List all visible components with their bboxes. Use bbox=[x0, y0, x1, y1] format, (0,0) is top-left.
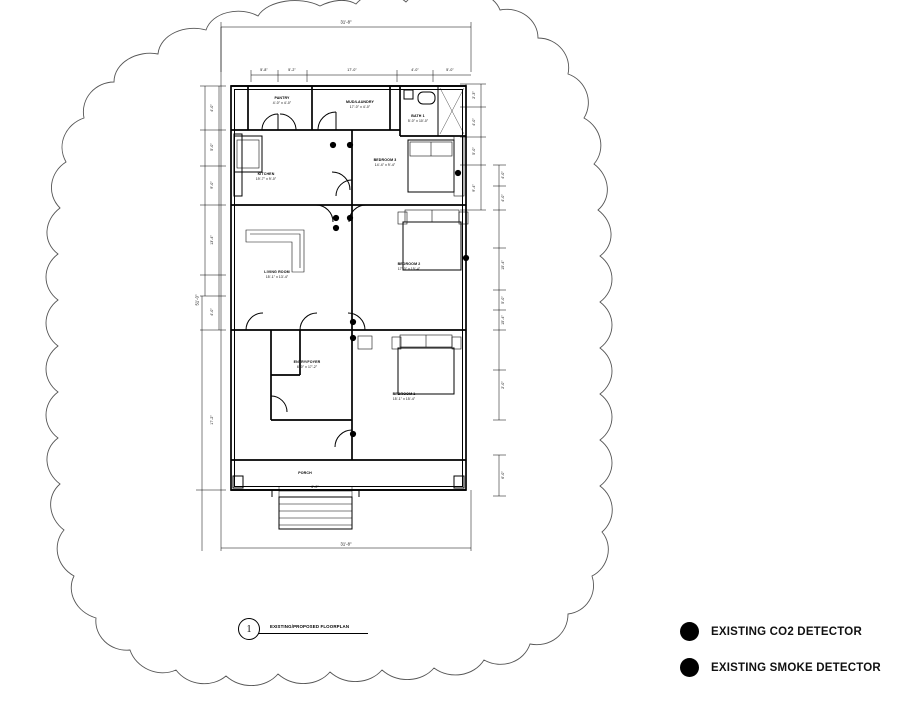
dimension-top-seg-3: 17'-0" bbox=[347, 68, 357, 72]
room-label-bedroom1: BEDROOM 1 15'-1" x 15'-4" bbox=[393, 392, 416, 401]
dimension-left-seg-6: 17'-2" bbox=[210, 415, 214, 425]
legend-item-co2-detector: EXISTING CO2 DETECTOR bbox=[680, 622, 895, 641]
legend: EXISTING CO2 DETECTOR EXISTING SMOKE DET… bbox=[680, 622, 895, 694]
room-label-mud-laundry: MUD/LAUNDRY 17'-0" x 4'-0" bbox=[346, 100, 374, 109]
dimension-right-seg-8: 5'-0" bbox=[501, 296, 505, 304]
dimension-left-seg-2: 5'-0" bbox=[210, 143, 214, 151]
dimension-right-seg-10: 2'-0" bbox=[501, 381, 505, 389]
legend-item-smoke-detector: EXISTING SMOKE DETECTOR bbox=[680, 658, 895, 677]
dimension-porch-width: 6'-0" bbox=[311, 485, 319, 489]
dimension-right-seg-2: 4'-0" bbox=[472, 118, 476, 126]
room-dimension: 4'-0" x 4'-0" bbox=[272, 100, 292, 105]
title-block-rule bbox=[258, 633, 368, 635]
room-name: PORCH bbox=[298, 471, 312, 475]
dimension-right-seg-11: 6'-0" bbox=[501, 471, 505, 479]
room-name: BEDROOM 2 bbox=[397, 262, 421, 266]
dimension-right-seg-3: 5'-0" bbox=[472, 147, 476, 155]
dimension-right-seg-9: 15'-4" bbox=[501, 315, 505, 325]
room-name: KITCHEN bbox=[257, 172, 275, 176]
room-dimension: 15'-1" x 13'-4" bbox=[265, 274, 289, 279]
dimension-left-overall: 51'-0" bbox=[194, 294, 200, 306]
legend-label: EXISTING CO2 DETECTOR bbox=[711, 625, 862, 638]
dimension-right-seg-4: 4'-0" bbox=[501, 171, 505, 179]
room-name: MUD/LAUNDRY bbox=[346, 100, 374, 104]
legend-label: EXISTING SMOKE DETECTOR bbox=[711, 661, 881, 674]
detector-markers bbox=[329, 141, 470, 438]
dimension-bottom-overall: 31'-8" bbox=[340, 541, 352, 547]
room-dimension: 15'-1" x 15'-4" bbox=[392, 396, 416, 401]
building-outline bbox=[230, 85, 467, 491]
dimension-right-seg-5: 9'-4" bbox=[472, 184, 476, 192]
room-label-pantry: PANTRY 4'-0" x 4'-0" bbox=[273, 96, 291, 105]
detail-marker: 1 bbox=[238, 618, 260, 640]
filled-circle-icon bbox=[680, 622, 699, 641]
room-dimension: 17'-0" x 4'-0" bbox=[349, 104, 371, 109]
revision-cloud-icon bbox=[45, 0, 613, 686]
dimension-left-seg-3: 9'-0" bbox=[210, 181, 214, 189]
furniture bbox=[357, 135, 469, 395]
room-name: PANTRY bbox=[274, 96, 290, 100]
room-name: BEDROOM 3 bbox=[373, 158, 397, 162]
room-label-entry-foyer: ENTRY/FOYER 6'-0" x 17'-2" bbox=[294, 360, 321, 369]
dimension-top-overall: 31'-8" bbox=[340, 19, 352, 25]
room-label-living-room: LIVING ROOM 15'-1" x 13'-4" bbox=[264, 270, 289, 279]
dimension-right-seg-7: 15'-4" bbox=[501, 260, 505, 270]
interior-walls bbox=[231, 86, 466, 530]
dimension-top-seg-4: 4'-0" bbox=[411, 68, 419, 72]
dimension-right-seg-1: 2'-3" bbox=[472, 91, 476, 99]
dimension-left-seg-4: 13'-4" bbox=[210, 235, 214, 245]
room-dimension: 19'-7" x 9'-0" bbox=[255, 176, 277, 181]
room-label-bedroom2: BEDROOM 2 17'-0" x 15'-4" bbox=[398, 262, 421, 271]
room-name: BATH 1 bbox=[411, 114, 425, 118]
title-block: 1 EXISTING/PROPOSED FLOORPLAN bbox=[238, 618, 349, 640]
room-label-bath1: BATH 1 5'-0" x 10'-0" bbox=[408, 114, 428, 123]
room-name: LIVING ROOM bbox=[264, 270, 290, 274]
room-label-kitchen: KITCHEN 19'-7" x 9'-0" bbox=[256, 172, 276, 181]
dimension-top-seg-1: 5'-8" bbox=[260, 68, 268, 72]
dimension-top-seg-5: 5'-0" bbox=[446, 68, 454, 72]
room-name: BEDROOM 1 bbox=[392, 392, 416, 396]
room-label-porch: PORCH bbox=[298, 471, 312, 476]
room-label-bedroom3: BEDROOM 3 14'-4" x 9'-4" bbox=[374, 158, 397, 167]
room-dimension: 6'-0" x 17'-2" bbox=[296, 364, 318, 369]
title-block-caption: EXISTING/PROPOSED FLOORPLAN bbox=[270, 623, 350, 629]
dimension-left-seg-5: 4'-0" bbox=[210, 308, 214, 316]
dimension-left-seg-1: 4'-0" bbox=[210, 104, 214, 112]
dimension-top-seg-2: 5'-2" bbox=[288, 68, 296, 72]
room-dimension: 5'-0" x 10'-0" bbox=[407, 118, 429, 123]
room-dimension: 14'-4" x 9'-4" bbox=[374, 162, 396, 167]
filled-circle-icon bbox=[680, 658, 699, 677]
room-name: ENTRY/FOYER bbox=[293, 360, 321, 364]
room-dimension: 17'-0" x 15'-4" bbox=[397, 266, 421, 271]
dimension-right-seg-6: 4'-0" bbox=[501, 194, 505, 202]
door-swings bbox=[245, 111, 367, 448]
